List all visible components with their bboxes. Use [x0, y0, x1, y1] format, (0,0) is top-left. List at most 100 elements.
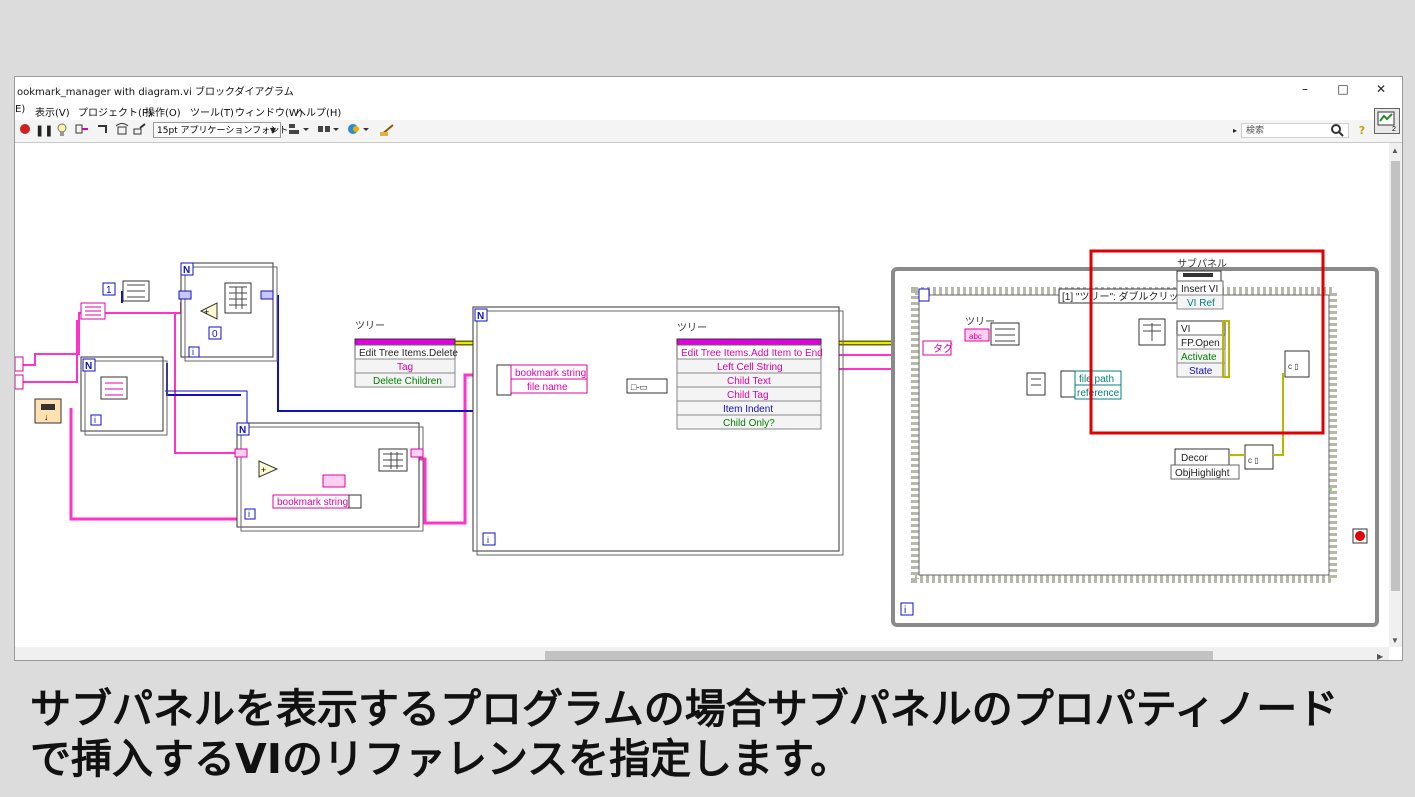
close-button[interactable]: ✕	[1375, 82, 1387, 96]
const-zero: 0	[212, 329, 218, 340]
minimize-button[interactable]: –	[1302, 82, 1308, 96]
menu-bar: E) 表示(V) プロジェクト(P) 操作(O) ツール(T) ウィンドウ(W)…	[15, 101, 1402, 119]
diagram-svg: N i + 0 N i	[15, 249, 1379, 627]
title-bar: ookmark_manager with diagram.vi ブロックダイアグ…	[15, 77, 1402, 101]
bookmark-string-const-2: bookmark string	[277, 497, 348, 508]
decor-label: Decor	[1181, 453, 1208, 464]
search-expand-icon[interactable]: ▸	[1232, 126, 1237, 135]
subpanel-code-region: サブパネル Insert VI VI Ref VI FP.Open Activa…	[1089, 249, 1325, 480]
distribute-objects-icon[interactable]	[317, 123, 339, 139]
loop-count-label: N	[477, 311, 484, 322]
caption: サブパネルを表示するプログラムの場合サブパネルのプロパティノード で挿入するVI…	[30, 684, 1400, 784]
state-label: State	[1189, 366, 1213, 377]
child-tag-label: Child Tag	[727, 390, 769, 401]
vi-ref-label: VI Ref	[1187, 298, 1215, 309]
loop-count-label: N	[183, 265, 190, 276]
index-array-node[interactable]: 1	[80, 280, 150, 320]
invoke-add-label: Edit Tree Items.Add Item to End	[681, 348, 823, 359]
vi-icon: 2	[1374, 108, 1400, 134]
wire-string[interactable]	[69, 408, 241, 521]
child-only-label: Child Only?	[723, 418, 775, 429]
maximize-button[interactable]: □	[1337, 82, 1349, 96]
menu-view[interactable]: 表示(V)	[35, 108, 70, 119]
menu-tools[interactable]: ツール(T)	[190, 108, 234, 119]
close-ref-icon: c ▯	[1248, 456, 1259, 465]
loop-iteration-label: i	[904, 605, 906, 616]
block-diagram-window: ookmark_manager with diagram.vi ブロックダイアグ…	[14, 76, 1403, 661]
wire-int[interactable]	[166, 363, 241, 396]
for-loop-left[interactable]: N i	[80, 356, 168, 436]
tree-label-1: ツリー	[355, 321, 385, 332]
insert-vi-label: Insert VI	[1181, 284, 1218, 295]
context-help-icon[interactable]: ?	[1358, 124, 1366, 137]
stop-terminal-icon	[1355, 531, 1365, 541]
event-selector-label[interactable]: [1] "ツリー": ダブルクリック	[1062, 290, 1189, 303]
down-arrow-icon: ↓	[44, 412, 49, 422]
svg-text:▼: ▼	[1391, 636, 1399, 645]
item-indent-label: Item Indent	[723, 404, 773, 415]
abort-icon[interactable]	[18, 123, 32, 139]
vertical-scrollbar[interactable]: ▲▼	[1389, 143, 1402, 647]
tree-label-2: ツリー	[677, 323, 707, 334]
loop-iteration-label: i	[192, 347, 194, 357]
add-function-icon: +	[204, 307, 209, 317]
menu-help[interactable]: ヘルプ(H)	[296, 108, 342, 119]
for-loop-top[interactable]: N i + 0	[178, 262, 278, 362]
for-loop-bottom[interactable]: N i + bookmark string	[234, 422, 424, 532]
menu-window[interactable]: ウィンドウ(W)	[235, 108, 303, 119]
search-input[interactable]: 検索	[1241, 123, 1349, 138]
retain-wire-values-icon[interactable]	[75, 123, 89, 139]
left-terminals[interactable]: ↓	[15, 356, 62, 424]
menu-operate[interactable]: 操作(O)	[145, 108, 181, 119]
delete-tag-label: Tag	[397, 362, 413, 373]
highlight-execution-icon[interactable]	[55, 123, 69, 139]
svg-text:2: 2	[1392, 126, 1396, 133]
const-one: 1	[106, 285, 112, 296]
invoke-node-add[interactable]: ツリー Edit Tree Items.Add Item to End Left…	[676, 323, 823, 430]
step-into-icon[interactable]	[97, 123, 111, 139]
block-diagram-canvas[interactable]: N i + 0 N i	[15, 143, 1388, 647]
event-structure[interactable]: [1] "ツリー": ダブルクリック ▼ ツリー abc タグ file pat…	[911, 287, 1337, 583]
invoke-node-delete[interactable]: ツリー Edit Tree Items.Delete Tag Delete Ch…	[354, 321, 458, 388]
vi-label: VI	[1181, 324, 1190, 335]
step-over-icon[interactable]	[115, 123, 129, 139]
loop-iteration-label: i	[248, 509, 250, 519]
obj-highlight-label: ObjHighlight	[1175, 468, 1230, 479]
delete-children-label: Delete Children	[373, 376, 442, 387]
clean-up-diagram-icon[interactable]	[379, 123, 397, 139]
svg-text:▲: ▲	[1391, 146, 1399, 155]
chevron-down-icon: ▼	[269, 126, 277, 135]
subpanel-label: サブパネル	[1177, 257, 1227, 270]
caption-line-1: サブパネルを表示するプログラムの場合サブパネルのプロパティノード	[30, 685, 1339, 733]
fp-open-label: FP.Open	[1181, 338, 1220, 349]
file-path-label: file path	[1079, 374, 1114, 385]
svg-text:▶: ▶	[1377, 652, 1384, 661]
activate-label: Activate	[1181, 352, 1217, 363]
pause-icon[interactable]: ❚❚	[35, 124, 54, 137]
horizontal-scrollbar[interactable]: ▶	[15, 647, 1389, 660]
wire-int[interactable]	[277, 295, 477, 412]
close-ref-icon: c ▯	[1288, 362, 1299, 371]
tree-abc-label: abc	[969, 332, 982, 341]
tag-label: タグ	[933, 342, 953, 355]
align-objects-icon[interactable]	[287, 123, 309, 139]
reorder-icon[interactable]	[347, 123, 369, 139]
caption-line-2: で挿入するVIのリファレンスを指定します。	[30, 735, 852, 783]
window-title: ookmark_manager with diagram.vi ブロックダイアグ…	[17, 87, 294, 98]
add-function-icon: +	[261, 465, 266, 475]
string-convert-icon: □-▭	[631, 382, 648, 392]
wire-string[interactable]	[174, 313, 241, 454]
search-icon[interactable]	[1329, 123, 1345, 139]
invoke-delete-label: Edit Tree Items.Delete	[359, 348, 458, 359]
left-cell-string-label: Left Cell String	[717, 362, 783, 373]
tree-label-3: ツリー	[965, 317, 995, 328]
menu-edit[interactable]: E)	[15, 104, 26, 115]
reference-label: reference	[1077, 388, 1120, 399]
step-out-icon[interactable]	[133, 123, 147, 139]
toolbar: ❚❚ 15pt アプリケーションフォント ▼ ▸ 検索 ?	[15, 120, 1402, 143]
loop-count-label: N	[85, 361, 92, 372]
menu-project[interactable]: プロジェクト(P)	[78, 108, 152, 119]
font-select[interactable]: 15pt アプリケーションフォント	[153, 122, 288, 138]
wire-string[interactable]	[15, 320, 78, 383]
loop-iteration-label: i	[94, 415, 96, 425]
